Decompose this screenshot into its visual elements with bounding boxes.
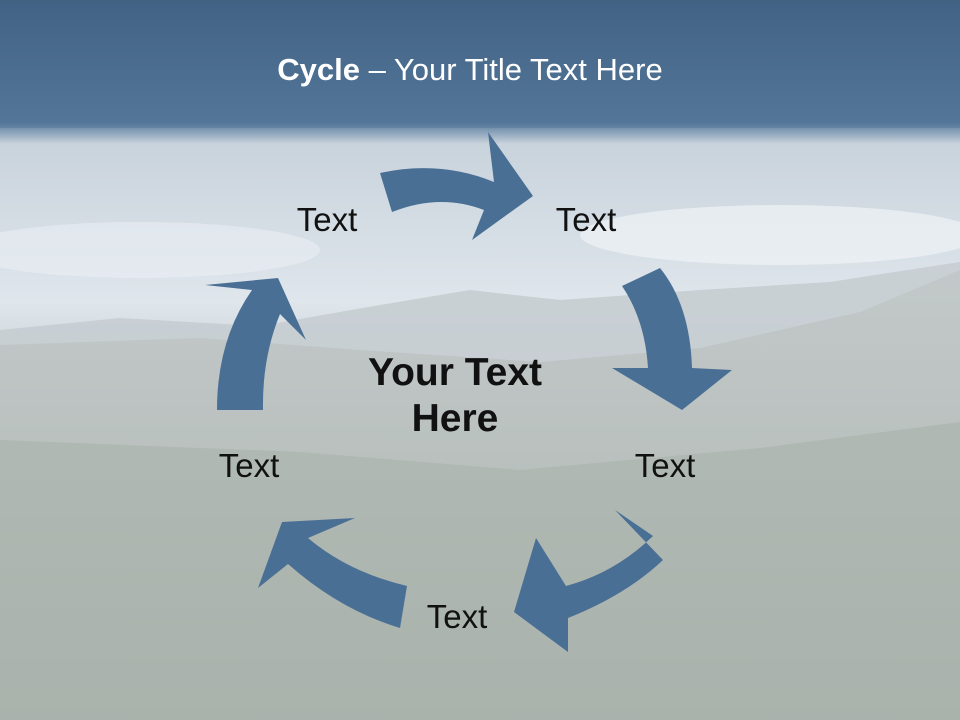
cycle-item-label-3: Text <box>634 447 696 484</box>
cycle-arrow-5 <box>205 278 306 410</box>
cycle-arrow-2 <box>612 268 732 410</box>
cycle-item-label-2: Text <box>555 201 617 238</box>
center-text: Your Text Here <box>367 351 543 440</box>
cycle-arrow-3 <box>514 510 663 652</box>
cycle-item-label-1: Text <box>296 201 358 238</box>
title-regular-part: – Your Title Text Here <box>360 52 663 87</box>
cycle-item-label-5: Text <box>218 447 280 484</box>
cycle-arrow-1 <box>380 132 533 240</box>
cycle-item-label-4: Text <box>426 598 488 635</box>
slide-title: Cycle – Your Title Text Here <box>0 52 940 88</box>
title-bold-part: Cycle <box>277 52 360 87</box>
cycle-arrow-4 <box>258 518 407 628</box>
